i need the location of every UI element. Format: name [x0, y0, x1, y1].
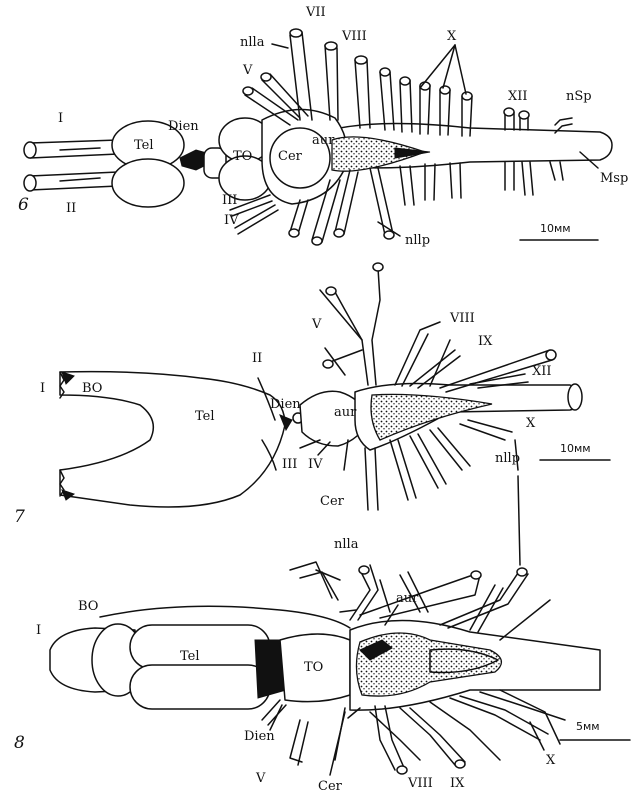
leader-nllp-8-link [517, 475, 521, 566]
ventricle-dark-tip-6 [394, 147, 431, 159]
leader-x-c-6 [442, 44, 456, 89]
leader-cer-8 [329, 711, 346, 776]
label-VII-6: VII [305, 5, 326, 20]
cranial-nerves-upper-7 [319, 262, 557, 393]
telencephalon-upper-8 [129, 624, 271, 670]
label-I-8: I [36, 623, 41, 638]
label-aur-7: aur [334, 405, 357, 420]
scale-label-8: 5мм [576, 720, 600, 733]
label-I-6: I [58, 111, 63, 126]
cranial-nerves-lower-6 [229, 161, 564, 246]
leader-nllp-7 [514, 439, 519, 471]
telencephalon-right-6 [111, 158, 185, 208]
label-X-8: X [546, 753, 556, 768]
aur-dark-8 [359, 639, 393, 661]
olfactory-tip-lower-7 [61, 489, 76, 501]
label-II-6: II [66, 201, 76, 216]
label-Cer-8: Cer [318, 779, 343, 794]
spinal-cord-end-7 [567, 383, 583, 411]
label-VIII-8: VIII [407, 776, 433, 791]
leader-x-b-6 [454, 44, 467, 95]
fourth-ventricle-8 [355, 632, 502, 697]
leader-x-8 [529, 721, 545, 751]
label-XII-7: XII [532, 364, 552, 379]
label-XII-6: XII [508, 89, 528, 104]
leader-aur-8 [384, 604, 399, 626]
label-nllp-6: nllp [405, 233, 430, 248]
outline-dorsal-8 [99, 605, 351, 629]
label-IV-7: IV [308, 457, 323, 472]
label-nllp-7: nllp [495, 451, 520, 466]
scale-label-6: 10мм [540, 222, 571, 235]
leader-x-a-6 [419, 44, 456, 89]
telencephalon-lower-8 [129, 664, 271, 710]
label-nlla-6: nlla [240, 35, 265, 50]
label-III-6: III [222, 193, 237, 208]
label-Tel-7: Tel [195, 409, 215, 424]
olfactory-nerve-tip2-6 [23, 174, 37, 192]
telencephalon-7 [59, 370, 286, 508]
label-III-7: III [282, 457, 297, 472]
leader-V-7 [324, 347, 346, 376]
label-BO-8: BO [78, 599, 98, 614]
label-Cer-7: Cer [320, 494, 345, 509]
panel-8: 8 nlla aur BO I Tel TO Dien V Cer VIII I… [14, 537, 631, 794]
label-II-7: II [252, 351, 262, 366]
panel-7: 7 V VIII IX XII I BO II Dien Tel aur X I… [14, 262, 611, 566]
olfactory-line-b-6 [59, 177, 101, 182]
optic-nerve-7 [257, 377, 276, 421]
label-X-6: X [447, 29, 457, 44]
label-nSp-6: nSp [566, 89, 592, 104]
panel-6: 6 VII nlla VIII X V XII nSp I Tel Dien T… [18, 5, 628, 248]
label-VIII-7: VIII [449, 311, 475, 326]
label-nlla-8: nlla [334, 537, 359, 552]
ventricle-inner-8 [429, 648, 499, 674]
leader-nlla-6 [271, 43, 289, 49]
label-V-8: V [255, 771, 266, 786]
label-VIII-6: VIII [341, 29, 367, 44]
label-Tel-6: Tel [134, 138, 154, 153]
label-aur-8: aur [396, 591, 419, 606]
olfactory-tip-upper-7 [61, 371, 75, 385]
label-X-7: X [526, 416, 536, 431]
label-IX-8: IX [450, 776, 465, 791]
leader-msp-6 [579, 151, 599, 169]
label-Dien-7: Dien [270, 397, 301, 412]
label-IV-6: IV [224, 213, 239, 228]
label-Dien-8: Dien [244, 729, 275, 744]
cranial-nerves-lower-7 [299, 419, 513, 511]
olfactory-nerve-lower-6 [29, 171, 119, 191]
leader-nllp-6 [377, 221, 401, 237]
cerebellum-6 [269, 127, 331, 189]
label-Dien-6: Dien [168, 119, 199, 134]
diencephalon-dark-7 [279, 414, 293, 432]
label-BO-7: BO [82, 381, 102, 396]
leader-dien-8 [269, 704, 283, 731]
label-Tel-8: Tel [180, 649, 200, 664]
leader-nlla-8 [315, 569, 341, 581]
panel-number-7: 7 [14, 507, 25, 527]
olfactory-line-a-6 [59, 147, 101, 151]
cranial-nerves-upper-8 [289, 561, 551, 641]
label-TO-6: TO [233, 149, 252, 164]
panel-number-6: 6 [18, 195, 29, 215]
cranial-nerves-lower-8 [261, 689, 566, 775]
scale-label-7: 10мм [560, 442, 591, 455]
fourth-ventricle-7 [370, 393, 493, 441]
label-I-7: I [40, 381, 45, 396]
label-aur-6: aur [312, 133, 335, 148]
label-TO-8: TO [304, 660, 323, 675]
label-V-7: V [311, 317, 322, 332]
olfactory-nerve-tip-6 [23, 141, 37, 159]
label-Msp-6: Msp [600, 171, 628, 186]
optic-nerve-lower-7 [261, 439, 277, 471]
label-IX-7: IX [478, 334, 493, 349]
label-V-6: V [242, 63, 253, 78]
olfactory-bulb-upper-edge-7 [59, 371, 65, 399]
panel-number-8: 8 [14, 733, 25, 753]
label-Cer-6: Cer [278, 149, 303, 164]
